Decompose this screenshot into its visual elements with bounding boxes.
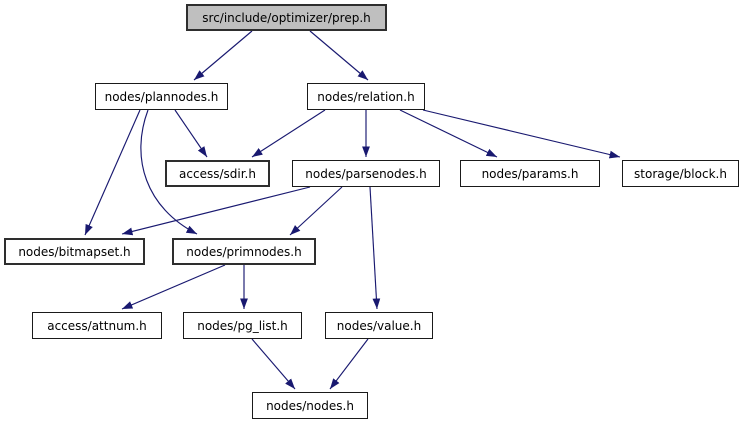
edge-plannodes-to-sdir — [174, 109, 208, 158]
graph-node-sdir-h[interactable]: access/sdir.h — [165, 160, 270, 187]
edge-value-to-nodes — [329, 338, 369, 390]
graph-node-pg-list-h[interactable]: nodes/pg_list.h — [183, 312, 302, 339]
edge-prep-to-relation — [309, 30, 369, 81]
edge-parsenodes-to-value — [369, 186, 381, 310]
edge-relation-to-block — [422, 109, 621, 159]
edge-plannodes-to-primnodes — [140, 109, 198, 235]
graph-node-plannodes-h[interactable]: nodes/plannodes.h — [95, 83, 228, 110]
graph-node-attnum-h[interactable]: access/attnum.h — [32, 312, 162, 339]
graph-node-params-h[interactable]: nodes/params.h — [460, 160, 600, 187]
graph-node-primnodes-h[interactable]: nodes/primnodes.h — [172, 238, 316, 265]
graph-node-prep-h: src/include/optimizer/prep.h — [186, 4, 387, 31]
graph-node-relation-h[interactable]: nodes/relation.h — [307, 83, 425, 110]
edge-parsenodes-to-bitmapset — [121, 186, 311, 236]
edge-parsenodes-to-primnodes — [289, 186, 343, 236]
graph-node-nodes-h[interactable]: nodes/nodes.h — [252, 392, 368, 419]
edge-relation-to-params — [399, 109, 498, 158]
edge-prep-to-plannodes — [193, 30, 253, 81]
graph-node-parsenodes-h[interactable]: nodes/parsenodes.h — [292, 160, 440, 187]
edge-primnodes-to-attnum — [121, 264, 226, 310]
graph-node-bitmapset-h[interactable]: nodes/bitmapset.h — [4, 238, 145, 265]
edge-relation-to-sdir — [251, 109, 326, 158]
graph-node-value-h[interactable]: nodes/value.h — [325, 312, 433, 339]
edge-plannodes-to-bitmapset — [84, 109, 141, 236]
graph-node-block-h[interactable]: storage/block.h — [622, 160, 739, 187]
edge-pg_list-to-nodes — [251, 338, 296, 390]
